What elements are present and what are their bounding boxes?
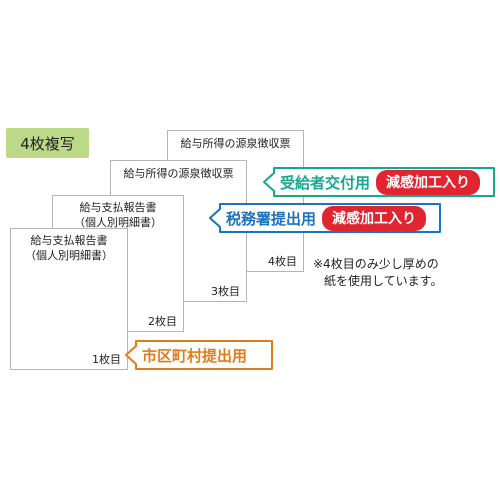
- municipality-callout: 市区町村提出用: [124, 340, 274, 370]
- copy-count-badge: 4枚複写: [6, 128, 89, 158]
- sheet-3-title-line-1: 給与所得の源泉徴収票: [123, 167, 234, 180]
- desensitized-badge: 減感加工入り: [322, 205, 427, 231]
- sheet-1: 給与支払報告書 （個人別明細書） 1枚目: [10, 228, 128, 370]
- note-line-2: 紙を使用しています。: [324, 274, 443, 288]
- sheet-1-number: 1枚目: [92, 353, 121, 366]
- sheet-2-title-line-2: （個人別明細書）: [74, 216, 162, 229]
- tax-office-callout: 税務署提出用 減感加工入り: [208, 203, 443, 233]
- recipient-copy-callout: 受給者交付用 減感加工入り: [262, 167, 497, 197]
- sheet-1-title-line-1: 給与支払報告書: [30, 234, 108, 247]
- sheet-2-number: 2枚目: [148, 315, 177, 328]
- note-line-1: ※4枚目のみ少し厚めの: [313, 257, 439, 271]
- copy-count-label: 4枚複写: [20, 134, 75, 153]
- thickness-note: ※4枚目のみ少し厚めの 紙を使用しています。: [313, 256, 442, 290]
- municipality-callout-frame: [125, 340, 273, 370]
- recipient-copy-label: 受給者交付用: [280, 173, 371, 192]
- sheet-3-number: 3枚目: [211, 285, 240, 298]
- sheet-1-title-line-2: （個人別明細書）: [25, 249, 113, 262]
- sheet-2-title-line-1: 給与支払報告書: [79, 201, 157, 214]
- sheet-2-title: 給与支払報告書 （個人別明細書）: [53, 200, 183, 230]
- sheet-4-title-line-1: 給与所得の源泉徴収票: [180, 137, 291, 150]
- sheet-4-title: 給与所得の源泉徴収票: [168, 136, 303, 151]
- tax-office-label: 税務署提出用: [226, 209, 317, 228]
- sheet-4-number: 4枚目: [268, 255, 297, 268]
- municipality-label: 市区町村提出用: [142, 346, 248, 365]
- desensitized-badge: 減感加工入り: [376, 169, 481, 195]
- sheet-3-title: 給与所得の源泉徴収票: [111, 166, 246, 181]
- sheet-1-title: 給与支払報告書 （個人別明細書）: [11, 233, 127, 263]
